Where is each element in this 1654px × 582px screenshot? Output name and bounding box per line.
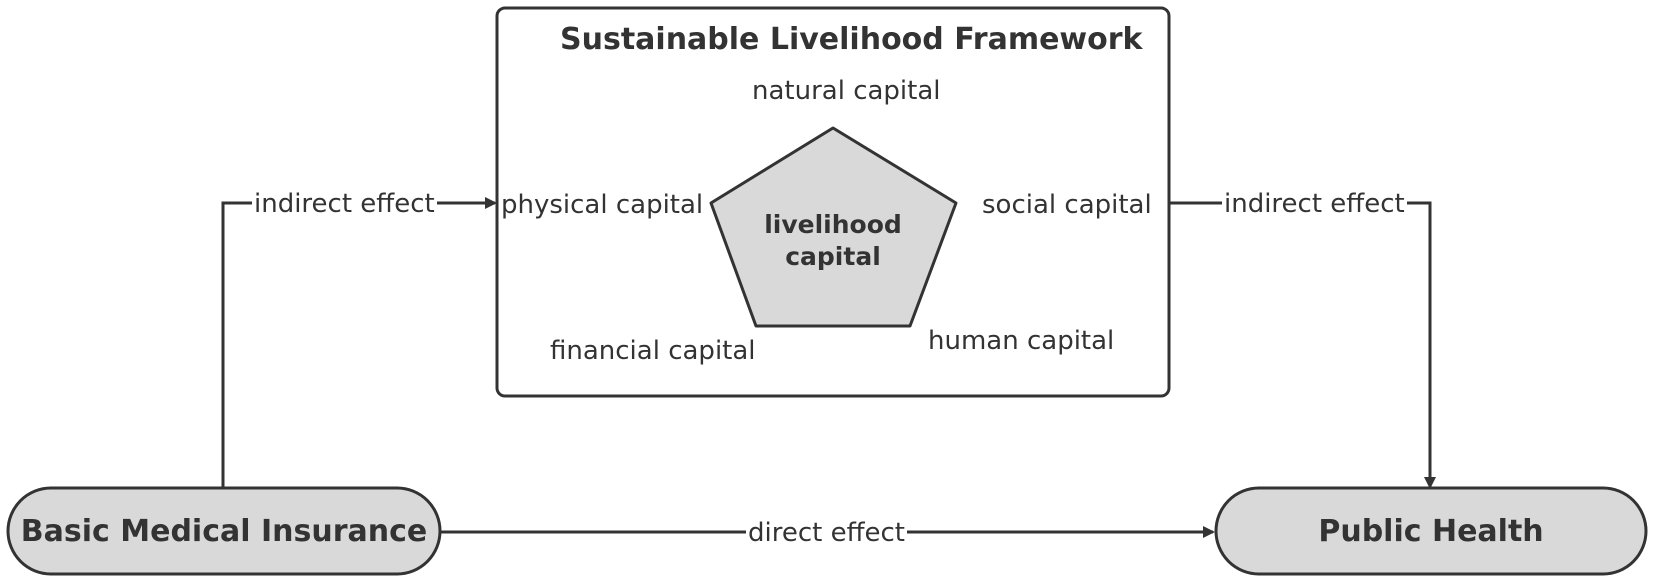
livelihood-capital-line2: capital [785,242,881,271]
public-health-node [1214,486,1648,576]
financial-capital-label: financial capital [550,336,756,366]
left-indirect-effect-label: indirect effect [252,189,437,219]
right-indirect-arrow [1169,201,1436,489]
framework-title: Sustainable Livelihood Framework [560,22,1143,57]
livelihood-capital-line1: livelihood [764,210,902,239]
natural-capital-label: natural capital [752,76,941,106]
physical-capital-label: physical capital [501,190,704,220]
human-capital-label: human capital [928,326,1115,356]
left-indirect-arrow [221,197,497,488]
livelihood-capital-pentagon [709,126,958,328]
basic-medical-insurance-text: Basic Medical Insurance [20,513,428,549]
social-capital-label: social capital [982,190,1152,220]
basic-medical-insurance-node [6,486,442,576]
direct-effect-label: direct effect [746,518,907,548]
livelihood-capital-label: livelihood capital [733,209,933,273]
right-indirect-effect-label: indirect effect [1222,189,1407,219]
public-health-text: Public Health [1318,513,1544,549]
